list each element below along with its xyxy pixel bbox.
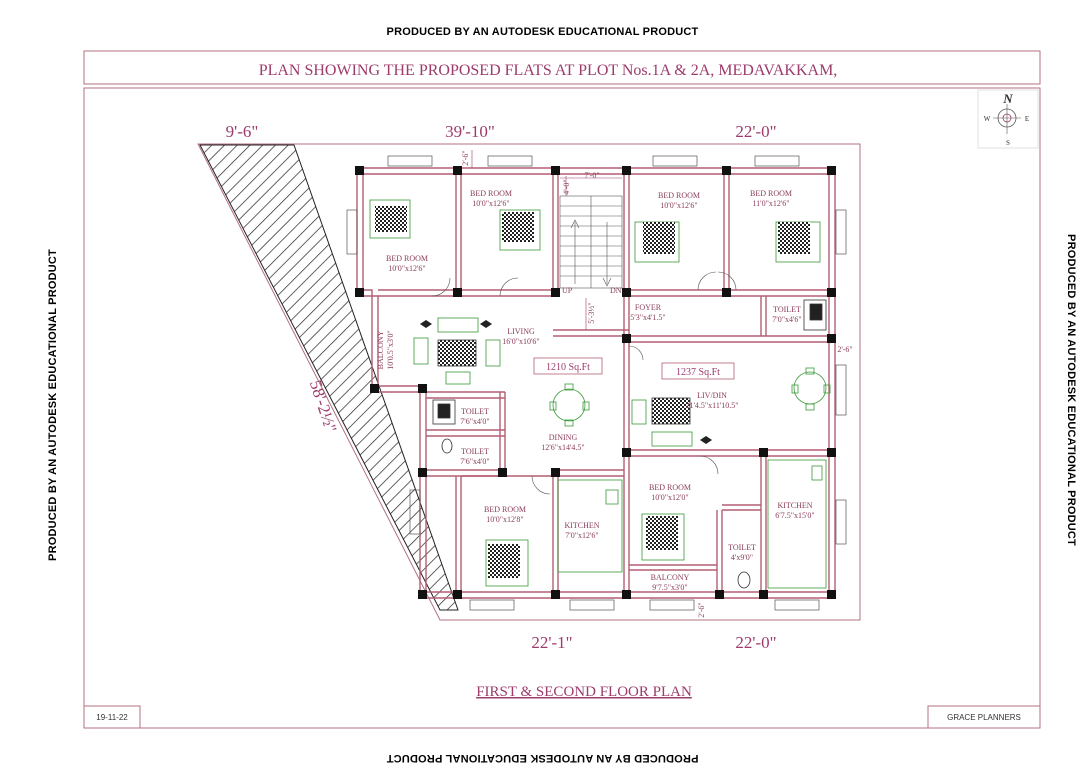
room-size: 10'0"x12'6" xyxy=(388,264,425,273)
dim-top-right: 22'-0" xyxy=(735,122,776,141)
dim-bottom-gap: 2'-6" xyxy=(697,602,706,617)
area-box-right xyxy=(661,362,735,380)
room-size: 6'7.5"x15'0" xyxy=(775,511,814,520)
area-box-left xyxy=(533,357,603,375)
hatched-setback xyxy=(199,144,459,611)
staircase xyxy=(471,150,623,330)
compass-east: E xyxy=(1025,115,1029,123)
room-size: 10'0.5"x3'0" xyxy=(386,330,395,369)
stair-down: DN xyxy=(610,286,622,295)
room-name: TOILET xyxy=(773,305,801,314)
watermark-top: PRODUCED BY AN AUTODESK EDUCATIONAL PROD… xyxy=(386,26,699,38)
company-box xyxy=(927,705,1041,729)
compass-north: N xyxy=(1002,91,1013,106)
room-size: 10'0"x12'6" xyxy=(472,199,509,208)
title-frame xyxy=(83,50,1041,85)
room-size: 10'0"x12'8" xyxy=(486,515,523,524)
room-size: 10'0"x12'0" xyxy=(651,493,688,502)
dim-bottom-right: 22'-0" xyxy=(735,633,776,652)
fan-icons xyxy=(420,320,712,444)
room-name: BED ROOM xyxy=(649,483,691,492)
compass-icon: N S E W xyxy=(977,89,1039,149)
room-size: 4'x9'0" xyxy=(731,553,753,562)
compass-west: W xyxy=(984,115,991,123)
area-right: 1237 Sq.Ft xyxy=(676,367,720,378)
dim-stair-depth: 5'-3½" xyxy=(587,302,596,323)
room-labels: BED ROOM 10'0"x12'6" BED ROOM 10'0"x12'6… xyxy=(376,189,815,592)
stair-up: UP xyxy=(562,286,573,295)
dim-top-left: 9'-6" xyxy=(226,122,259,141)
room-name: BALCONY xyxy=(376,330,385,369)
room-name: BED ROOM xyxy=(470,189,512,198)
room-name: LIV/DIN xyxy=(697,391,727,400)
room-size: 7'0"x4'6" xyxy=(772,315,801,324)
room-size: 9'7.5"x3'0" xyxy=(652,583,687,592)
room-name: DINING xyxy=(549,433,578,442)
room-name: TOILET xyxy=(461,447,489,456)
living-furniture xyxy=(413,317,831,589)
room-size: 11'0"x12'6" xyxy=(752,199,789,208)
room-size: 7'6"x4'0" xyxy=(460,457,489,466)
room-name: BED ROOM xyxy=(750,189,792,198)
room-name: TOILET xyxy=(461,407,489,416)
dim-stair-top: 4'-0" xyxy=(562,179,571,194)
date-box xyxy=(83,705,141,729)
room-name: BED ROOM xyxy=(658,191,700,200)
room-size: 10'0"x12'6" xyxy=(660,201,697,210)
dim-stair-width: 7'-0" xyxy=(584,171,599,180)
sheet-frame xyxy=(83,87,1041,729)
dim-bottom-left: 22'-1" xyxy=(531,633,572,652)
plot-boundary xyxy=(197,143,861,621)
dim-top-middle: 39'-10" xyxy=(445,122,495,141)
room-name: KITCHEN xyxy=(564,521,599,530)
area-left: 1210 Sq.Ft xyxy=(546,362,590,373)
room-size: 7'0"x12'6" xyxy=(565,531,598,540)
door-swings xyxy=(431,271,737,495)
columns xyxy=(355,166,836,599)
room-name: FOYER xyxy=(635,303,662,312)
dim-top-gap: 2'-6" xyxy=(461,150,470,165)
date-label: 19-11-22 xyxy=(96,713,128,722)
room-name: BED ROOM xyxy=(484,505,526,514)
room-name: KITCHEN xyxy=(777,501,812,510)
room-size: 7'6"x4'0" xyxy=(460,417,489,426)
room-name: TOILET xyxy=(728,543,756,552)
room-size: 12'6"x14'4.5" xyxy=(541,443,584,452)
dim-right-gap: 2'-6" xyxy=(837,345,852,354)
toilet-fixtures xyxy=(432,299,827,589)
room-name: BALCONY xyxy=(651,573,690,582)
room-size: 5'3"x4'1.5" xyxy=(630,313,665,322)
plan-subtitle: FIRST & SECOND FLOOR PLAN xyxy=(476,684,692,700)
room-name: BED ROOM xyxy=(386,254,428,263)
room-size: 21'4.5"x11'10.5" xyxy=(685,401,738,410)
windows xyxy=(346,155,847,611)
plan-title: PLAN SHOWING THE PROPOSED FLATS AT PLOT … xyxy=(259,62,838,79)
company-label: GRACE PLANNERS xyxy=(947,713,1021,722)
building-walls xyxy=(356,167,836,599)
bed-icons xyxy=(369,199,821,587)
room-name: LIVING xyxy=(507,327,535,336)
room-size: 16'0"x10'6" xyxy=(502,337,539,346)
compass-south: S xyxy=(1006,139,1010,147)
